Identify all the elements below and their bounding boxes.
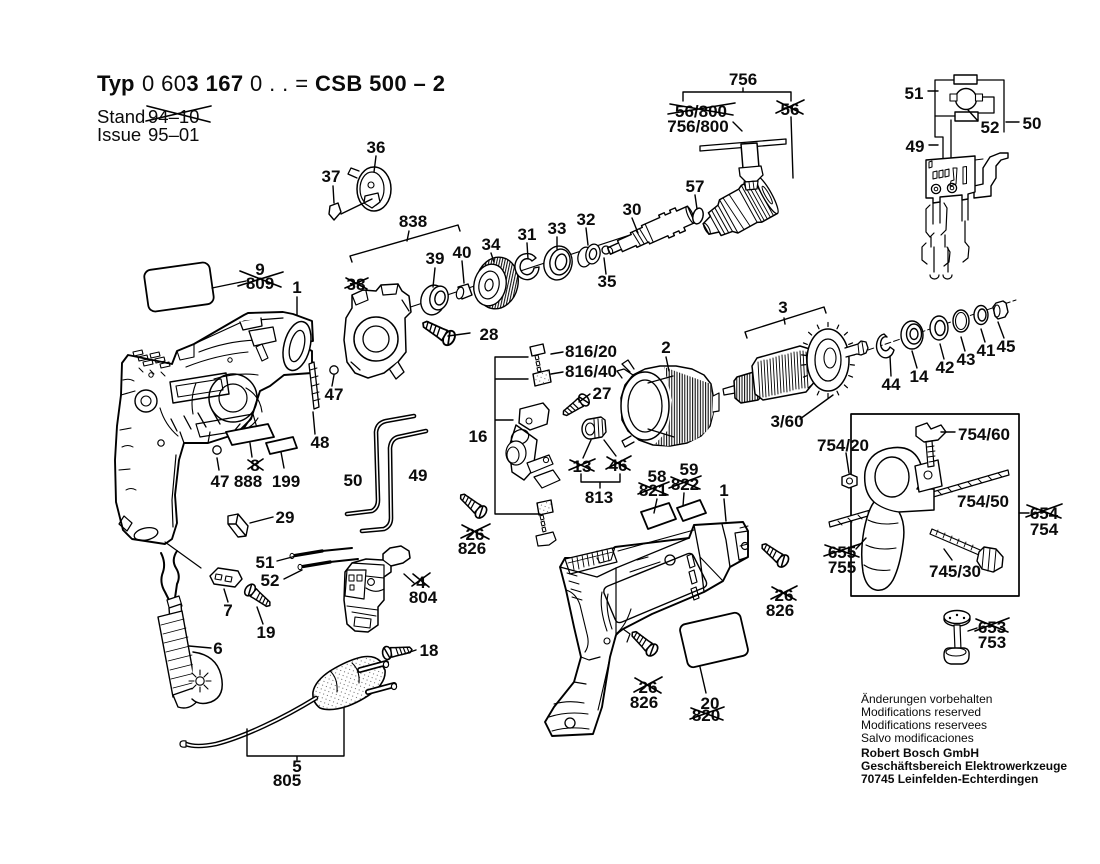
- svg-text:756/800: 756/800: [667, 117, 728, 136]
- svg-text:754/50: 754/50: [957, 492, 1009, 511]
- svg-text:37: 37: [322, 167, 341, 186]
- svg-text:826: 826: [458, 539, 486, 558]
- svg-text:826: 826: [630, 693, 658, 712]
- svg-text:95–01: 95–01: [148, 124, 199, 145]
- svg-text:3: 3: [778, 298, 787, 317]
- svg-text:57: 57: [686, 177, 705, 196]
- svg-text:29: 29: [276, 508, 295, 527]
- svg-text:35: 35: [598, 272, 617, 291]
- svg-text:50: 50: [344, 471, 363, 490]
- svg-text:40: 40: [453, 243, 472, 262]
- svg-text:754/60: 754/60: [958, 425, 1010, 444]
- svg-text:19: 19: [257, 623, 276, 642]
- svg-text:6: 6: [213, 639, 222, 658]
- svg-text:826: 826: [766, 601, 794, 620]
- svg-text:838: 838: [399, 212, 427, 231]
- svg-text:47: 47: [211, 472, 230, 491]
- svg-text:Änderungen vorbehalten: Änderungen vorbehalten: [861, 692, 992, 706]
- svg-text:45: 45: [997, 337, 1016, 356]
- svg-text:34: 34: [482, 235, 501, 254]
- svg-text:816/20: 816/20: [565, 342, 617, 361]
- svg-text:31: 31: [518, 225, 537, 244]
- svg-text:7: 7: [223, 601, 232, 620]
- svg-text:94–10: 94–10: [148, 106, 199, 127]
- svg-text:28: 28: [480, 325, 499, 344]
- svg-text:27: 27: [593, 384, 612, 403]
- svg-text:41: 41: [977, 341, 996, 360]
- svg-text:48: 48: [311, 433, 330, 452]
- svg-text:820: 820: [692, 706, 720, 725]
- svg-text:Issue: Issue: [97, 124, 141, 145]
- svg-text:Geschäftsbereich Elektrowerkze: Geschäftsbereich Elektrowerkzeuge: [861, 759, 1067, 773]
- svg-text:754: 754: [1030, 520, 1059, 539]
- svg-text:813: 813: [585, 488, 613, 507]
- svg-text:753: 753: [978, 633, 1006, 652]
- svg-text:38: 38: [347, 275, 366, 294]
- svg-text:809: 809: [246, 274, 274, 293]
- svg-text:39: 39: [426, 249, 445, 268]
- svg-text:804: 804: [409, 588, 438, 607]
- svg-text:20: 20: [701, 694, 720, 713]
- svg-text:4: 4: [416, 573, 426, 592]
- svg-text:1: 1: [719, 481, 728, 500]
- svg-text:5: 5: [292, 757, 301, 776]
- svg-text:43: 43: [957, 350, 976, 369]
- svg-text:30: 30: [623, 200, 642, 219]
- svg-text:16: 16: [469, 427, 488, 446]
- svg-text:2: 2: [661, 338, 670, 357]
- svg-text:42: 42: [936, 358, 955, 377]
- svg-text:51: 51: [905, 84, 924, 103]
- svg-text:49: 49: [906, 137, 925, 156]
- svg-text:755: 755: [828, 558, 856, 577]
- svg-text:756: 756: [729, 70, 757, 89]
- svg-text:Typ: Typ: [97, 71, 134, 96]
- svg-text:50: 50: [1023, 114, 1042, 133]
- svg-text:58: 58: [648, 467, 667, 486]
- svg-text:44: 44: [882, 375, 901, 394]
- svg-text:816/40: 816/40: [565, 362, 617, 381]
- svg-text:Salvo modificaciones: Salvo modificaciones: [861, 731, 974, 745]
- svg-text:199: 199: [272, 472, 300, 491]
- svg-text:47: 47: [325, 385, 344, 404]
- svg-text:51: 51: [256, 553, 275, 572]
- svg-text:33: 33: [548, 219, 567, 238]
- svg-text:Modifications reservees: Modifications reservees: [861, 718, 987, 732]
- svg-text:745/30: 745/30: [929, 562, 981, 581]
- svg-text:Robert Bosch GmbH: Robert Bosch GmbH: [861, 746, 979, 760]
- svg-text:Modifications reserved: Modifications reserved: [861, 705, 981, 719]
- svg-text:14: 14: [910, 367, 929, 386]
- svg-text:1: 1: [292, 278, 301, 297]
- svg-text:Stand: Stand: [97, 106, 145, 127]
- svg-text:59: 59: [680, 460, 699, 479]
- svg-text:32: 32: [577, 210, 596, 229]
- svg-text:9: 9: [255, 260, 264, 279]
- svg-text:0 603 167 0 . . = CSB 500 –: 0 603 167 0 . . = CSB 500 – 2: [142, 71, 445, 96]
- svg-text:70745 Leinfelden-Echterdingen: 70745 Leinfelden-Echterdingen: [861, 772, 1038, 786]
- svg-text:49: 49: [409, 466, 428, 485]
- svg-text:3/60: 3/60: [770, 412, 803, 431]
- svg-text:805: 805: [273, 771, 301, 790]
- svg-text:754/20: 754/20: [817, 436, 869, 455]
- svg-text:888: 888: [234, 472, 262, 491]
- svg-text:52: 52: [981, 118, 1000, 137]
- svg-text:18: 18: [420, 641, 439, 660]
- svg-text:52: 52: [261, 571, 280, 590]
- svg-text:36: 36: [367, 138, 386, 157]
